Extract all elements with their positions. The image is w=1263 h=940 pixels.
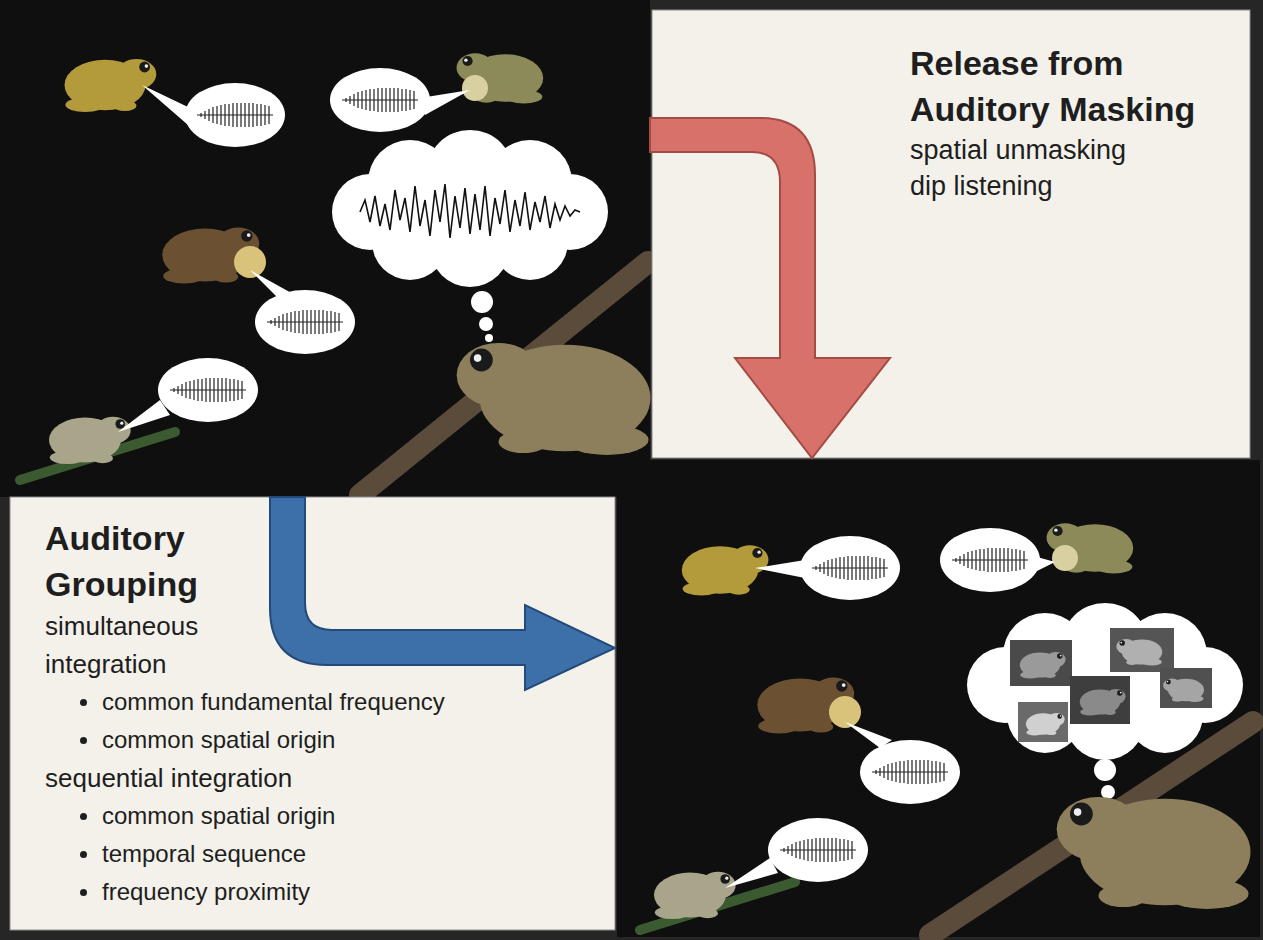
- masking-release-arrow: [650, 118, 890, 458]
- item-text: common spatial origin: [80, 797, 582, 835]
- auditory-grouping-arrow: [270, 497, 615, 690]
- body-text: simultaneous integration: [45, 607, 265, 683]
- photo-panel: [0, 0, 650, 497]
- frog-chorus-scene: [20, 53, 651, 495]
- frog-chorus-scene-grouped: [640, 523, 1253, 935]
- heading: Auditory Grouping: [45, 515, 265, 607]
- text-panel: [652, 10, 1250, 458]
- text-panel: [10, 497, 615, 930]
- item-text: temporal sequence: [80, 835, 582, 873]
- item-text: frequency proximity: [80, 873, 582, 911]
- text-panel-node: Auditory Groupingsimultaneous integratio…: [10, 497, 615, 930]
- photo-panel: [617, 460, 1260, 937]
- text-panel-node: Release from Auditory Maskingspatial unm…: [652, 10, 1250, 458]
- item-text: common fundamental frequency: [80, 683, 582, 721]
- body-text: spatial unmasking: [910, 132, 1230, 168]
- body-text: sequential integration: [45, 759, 585, 797]
- body-text: dip listening: [910, 168, 1230, 204]
- item-text: common spatial origin: [80, 721, 582, 759]
- heading: Release from Auditory Masking: [910, 40, 1230, 132]
